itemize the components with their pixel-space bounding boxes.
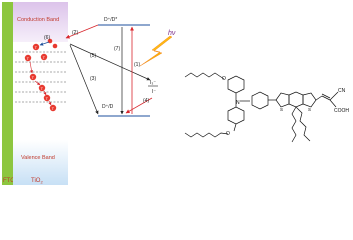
process-3-label: (3) <box>90 76 96 82</box>
process-6-arrow <box>39 41 50 46</box>
conduction-band <box>13 2 68 42</box>
hexyl-chain-bottom <box>184 132 229 138</box>
fto-label: FTO <box>3 178 15 184</box>
molecule-labels: O O N S S CN COOH <box>222 76 349 137</box>
amine-label: N <box>236 100 240 106</box>
thiophene-s-left-label: S <box>280 107 283 112</box>
alkyl-chain-2 <box>295 106 311 142</box>
process-3-arrow <box>69 44 99 115</box>
light-label: hν <box>168 30 176 37</box>
trap-state: T <box>32 43 40 51</box>
trap-states: T T T T T T T <box>24 43 57 112</box>
trap-state: T <box>29 73 37 81</box>
svg-text:T: T <box>43 55 46 60</box>
dye-molecule <box>184 72 339 143</box>
carboxylic-acid-label: COOH <box>334 108 349 114</box>
svg-text:T: T <box>46 96 49 101</box>
light-bolt-icon <box>139 35 173 67</box>
trap-state: T <box>43 94 51 102</box>
redox-top-label: I₃⁻ <box>150 80 156 86</box>
phenyl-ring-bottom <box>227 106 245 125</box>
energy-diagram: FTO Conduction Band Valence Band TiO2 T … <box>2 2 176 185</box>
trap-levels <box>15 51 66 103</box>
svg-text:T: T <box>32 75 35 80</box>
process-6-label: (6) <box>44 35 50 41</box>
thiophene-s-right-label: S <box>308 107 311 112</box>
thiophene-ring-left <box>275 92 290 108</box>
process-2-arrow <box>65 24 99 39</box>
process-4-arrow <box>125 97 153 114</box>
tio2-label: TiO2 <box>31 178 43 185</box>
process-1-label: (1) <box>134 62 140 68</box>
fto-electrode <box>2 2 13 185</box>
valence-band <box>13 140 68 185</box>
process-4-label: (4) <box>143 98 149 104</box>
trap-state: T <box>40 53 48 61</box>
trap-state: T <box>24 54 32 62</box>
process-5-arrow <box>69 43 151 81</box>
excited-state-label: D⁺/D* <box>104 17 117 23</box>
valence-band-label: Valence Band <box>21 155 55 161</box>
svg-text:T: T <box>27 56 30 61</box>
conduction-band-label: Conduction Band <box>17 17 59 23</box>
oxygen-top-label: O <box>222 76 226 82</box>
svg-text:T: T <box>41 86 44 91</box>
phenyl-ring-right <box>251 91 269 110</box>
thiophene-ring-right <box>302 92 317 108</box>
alkyl-chain-1 <box>291 106 297 143</box>
nitrile-label: CN <box>338 88 346 94</box>
process-7-label: (7) <box>114 46 120 52</box>
svg-text:T: T <box>52 106 55 111</box>
oxygen-bottom-label: O <box>226 131 230 137</box>
phenyl-ring-top <box>227 75 245 94</box>
trap-state: T <box>38 84 46 92</box>
svg-text:T: T <box>35 45 38 50</box>
thiophene-ring-mid <box>288 91 304 108</box>
trap-state: T <box>49 104 57 112</box>
hexyl-chain-top <box>184 72 222 78</box>
process-5-label: (5) <box>90 53 96 59</box>
trap-hopping-arrows <box>29 61 52 106</box>
ground-state-label: D⁺/D <box>102 104 114 110</box>
redox-bottom-label: I⁻ <box>152 89 156 95</box>
process-2-label: (2) <box>72 30 78 36</box>
dssc-mechanism-figure: FTO Conduction Band Valence Band TiO2 T … <box>2 2 349 185</box>
